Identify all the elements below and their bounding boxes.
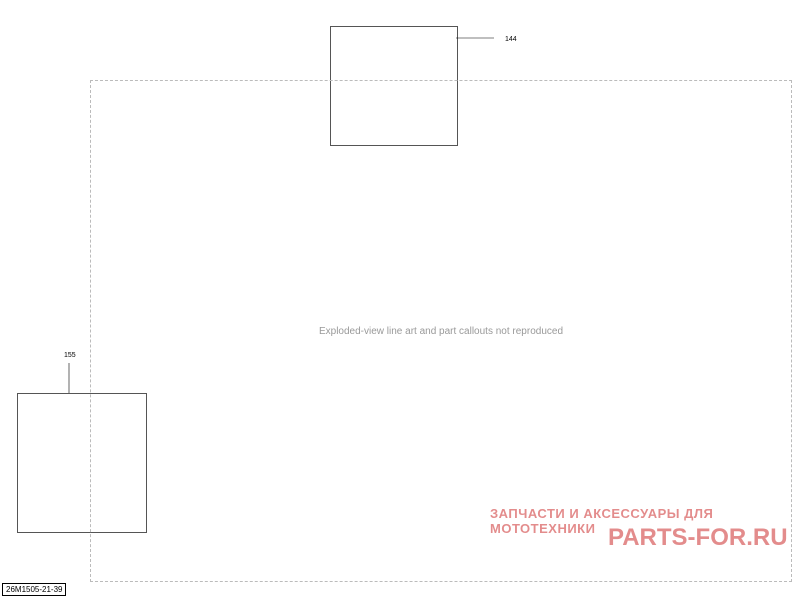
diagram-code: 26M1505-21-39: [2, 583, 67, 596]
watermark-logo: PARTS-FOR.RU: [608, 524, 788, 551]
leader-line-155: [68, 363, 70, 393]
callout-155: 155: [64, 352, 76, 359]
inset-bottom: [17, 393, 147, 533]
watermark-text: ЗАПЧАСТИ И АКСЕССУАРЫ ДЛЯ МОТОТЕХНИКИ: [490, 506, 714, 536]
leader-line-144: [456, 37, 494, 39]
callout-144: 144: [505, 36, 517, 43]
inset-top: [330, 26, 458, 146]
exploded-view-placeholder: Exploded-view line art and part callouts…: [90, 80, 792, 582]
